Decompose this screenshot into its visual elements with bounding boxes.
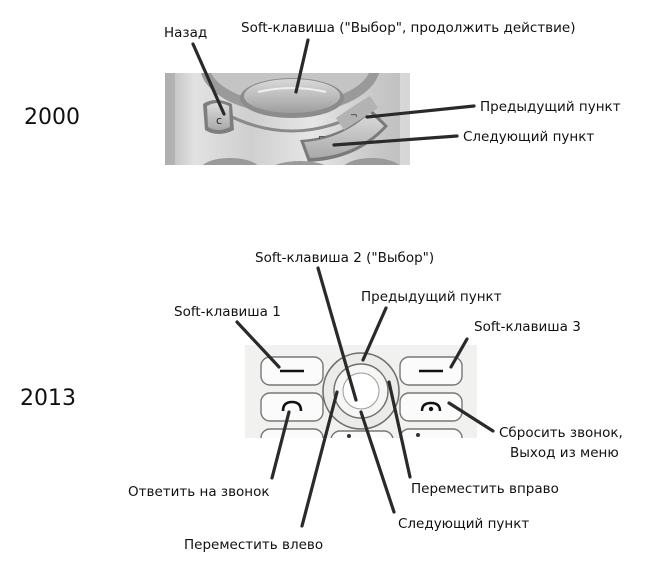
svg-text:¬: ¬ [350, 111, 358, 121]
soft-key-1 [260, 356, 324, 386]
pointer-soft-key-2 [316, 266, 358, 402]
label-soft-key: Soft-клавиша ("Выбор", продолжить действ… [241, 20, 575, 36]
nokia-2000-keypad-photo: c ⌐ ¬ [165, 73, 410, 165]
scroll-rocker: ⌐ ¬ [300, 96, 388, 162]
pointer-next-item [332, 134, 459, 147]
soft-key-3 [399, 356, 463, 386]
pointer-soft-key-3 [449, 337, 469, 369]
navigation-ring [322, 352, 400, 430]
label-soft-key-3: Soft-клавиша 3 [474, 319, 581, 335]
label-next-item: Следующий пункт [398, 516, 529, 532]
label-move-left: Переместить влево [184, 537, 323, 553]
year-label: 2013 [20, 386, 76, 411]
panel-2000: 2000 c ⌐ ¬ [24, 20, 621, 165]
label-move-right: Переместить вправо [411, 481, 559, 497]
svg-text:⌐: ⌐ [318, 133, 326, 143]
label-soft-key-2: Soft-клавиша 2 ("Выбор") [255, 250, 434, 266]
label-answer-call: Ответить на звонок [128, 484, 270, 500]
year-label: 2000 [24, 105, 80, 130]
label-next-item: Следующий пункт [463, 129, 594, 145]
pointer-answer-call [270, 410, 291, 480]
label-soft-key-1: Soft-клавиша 1 [174, 304, 281, 320]
pointer-prev-item [365, 104, 476, 119]
label-end-call-line1: Сбросить звонок, [499, 425, 623, 441]
pointer-move-left [300, 390, 339, 528]
phone-2013-keypad-photo [245, 345, 477, 438]
pointer-soft-key [294, 38, 310, 94]
svg-text:c: c [216, 114, 222, 127]
call-key [260, 392, 324, 422]
pointer-end-call [447, 401, 495, 433]
back-key: c [203, 100, 234, 134]
panel-2013: 2013 [20, 250, 623, 553]
label-end-call-line2: Выход из меню [510, 445, 619, 461]
pointer-next-item [359, 410, 396, 514]
end-key [399, 392, 463, 422]
pointer-prev-item [361, 306, 388, 362]
label-back: Назад [164, 25, 207, 41]
pointer-back [191, 42, 226, 116]
pointer-soft-key-1 [235, 320, 281, 369]
label-prev-item: Предыдущий пункт [480, 99, 621, 115]
pointer-move-right [387, 380, 412, 479]
label-prev-item: Предыдущий пункт [361, 289, 502, 305]
